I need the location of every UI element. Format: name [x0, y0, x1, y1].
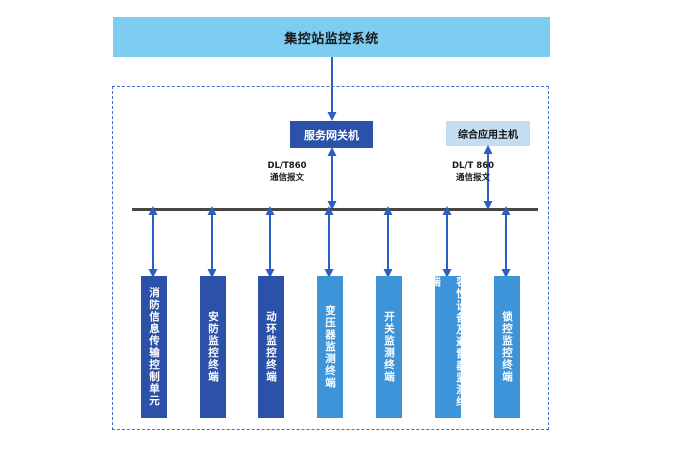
system-banner: 集控站监控系统	[113, 17, 550, 57]
communication-bus-line	[132, 208, 538, 211]
terminal-lock-control-monitoring[interactable]: 锁控监控终端	[494, 276, 520, 418]
terminal-security-monitoring[interactable]: 安防监控终端	[200, 276, 226, 418]
terminal-label-4: 变压器监测终端	[324, 305, 336, 389]
connector-bus-to-terminal-6	[441, 206, 455, 278]
connector-app-host-to-bus	[482, 145, 496, 210]
terminal-transformer-monitoring[interactable]: 变压器监测终端	[317, 276, 343, 418]
connector-bus-to-terminal-1	[147, 206, 161, 278]
connector-bus-to-terminal-5	[382, 206, 396, 278]
protocol-label-gateway: DL/T860 通信报文	[250, 160, 324, 184]
node-service-gateway-label: 服务网关机	[304, 128, 359, 142]
system-banner-label: 集控站监控系统	[284, 31, 379, 47]
node-integrated-application-host[interactable]: 综合应用主机	[446, 121, 530, 146]
connector-gateway-to-bus	[326, 147, 340, 210]
terminal-label-5: 开关监测终端	[383, 311, 395, 383]
station-boundary-dashed-region	[112, 86, 549, 430]
terminal-fire-information-transmission-control-unit[interactable]: 消防信息传输控制单元	[141, 276, 167, 418]
node-integrated-application-host-label: 综合应用主机	[458, 130, 518, 141]
terminal-label-2: 安防监控终端	[207, 311, 219, 383]
connector-bus-to-terminal-3	[264, 206, 278, 278]
terminal-capacitive-equipment-and-arrester-monitoring[interactable]: 容性设备及避雷器监测终端	[429, 276, 467, 418]
protocol-label-app-host-line1: DL/T 860	[451, 161, 495, 171]
terminal-switchgear-monitoring[interactable]: 开关监测终端	[376, 276, 402, 418]
terminal-label-3: 动环监控终端	[265, 311, 277, 383]
connector-bus-to-terminal-2	[206, 206, 220, 278]
node-service-gateway[interactable]: 服务网关机	[290, 121, 373, 148]
connector-banner-to-gateway	[326, 57, 340, 123]
protocol-label-app-host-line2: 通信报文	[455, 173, 490, 183]
protocol-label-app-host: DL/T 860 通信报文	[436, 160, 510, 184]
terminal-label-6: 容性设备及避雷器监测终端	[429, 276, 467, 408]
protocol-label-gateway-line2: 通信报文	[269, 173, 304, 183]
terminal-label-1: 消防信息传输控制单元	[148, 287, 160, 407]
connector-bus-to-terminal-7	[500, 206, 514, 278]
protocol-label-gateway-line1: DL/T860	[267, 161, 307, 171]
terminal-power-environment-monitoring[interactable]: 动环监控终端	[258, 276, 284, 418]
connector-bus-to-terminal-4	[323, 206, 337, 278]
terminal-label-7: 锁控监控终端	[501, 311, 513, 383]
